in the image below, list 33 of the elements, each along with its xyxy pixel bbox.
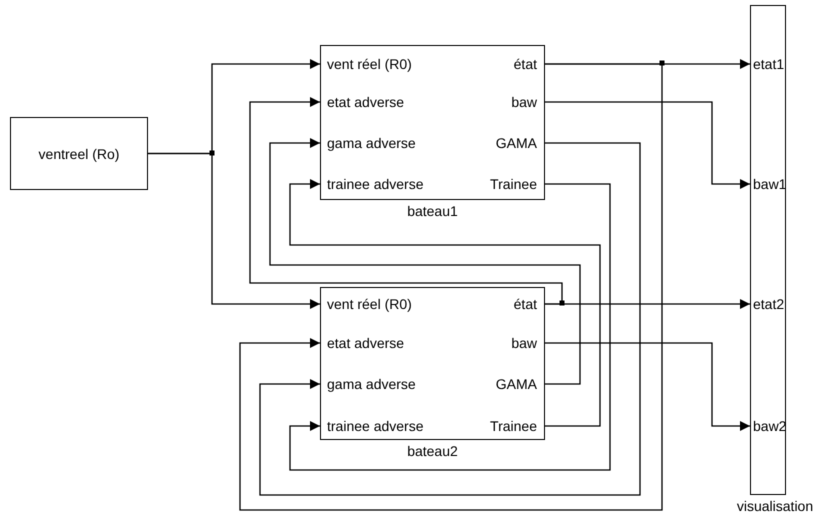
block-title: bateau2 [407, 443, 458, 459]
arrow [289, 179, 601, 427]
port-label: Trainee [490, 418, 545, 434]
port-label: etat adverse [320, 335, 404, 351]
port-label: baw2 [750, 418, 786, 434]
arrow [545, 101, 750, 189]
port-label: Trainee [490, 176, 545, 192]
port-label: baw1 [750, 176, 786, 192]
port-label: vent réel (R0) [320, 56, 412, 72]
port-label: trainee adverse [320, 176, 424, 192]
arrow [545, 342, 750, 431]
arrow [269, 138, 581, 385]
port-label: état [514, 296, 545, 312]
port-label: etat2 [750, 296, 784, 312]
port-label: etat adverse [320, 94, 404, 110]
arrow [259, 142, 641, 496]
port-label: baw [511, 335, 545, 351]
block-title: bateau1 [407, 203, 458, 219]
port-label: vent réel (R0) [320, 296, 412, 312]
port-label: gama adverse [320, 135, 416, 151]
arrow [249, 97, 563, 305]
block-title: visualisation [736, 498, 814, 514]
port-label: état [514, 56, 545, 72]
port-label: baw [511, 94, 545, 110]
port-label: etat1 [750, 56, 784, 72]
arrow [148, 152, 320, 309]
source-block: ventreel (Ro) [10, 117, 148, 190]
port-label: trainee adverse [320, 418, 424, 434]
arrow [239, 63, 663, 511]
port-label: GAMA [496, 376, 545, 392]
arrow [289, 183, 611, 471]
port-label: GAMA [496, 135, 545, 151]
port-label: gama adverse [320, 376, 416, 392]
